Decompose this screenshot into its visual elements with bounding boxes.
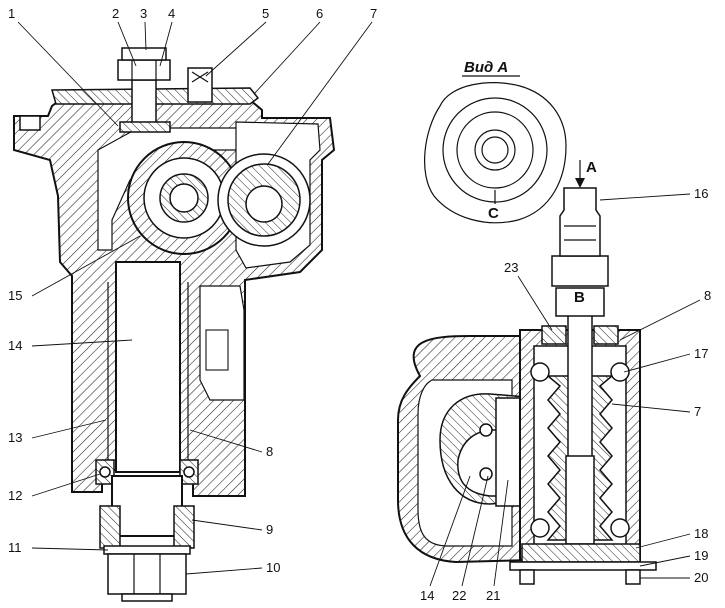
pitman-arm xyxy=(99,505,195,549)
label-1: 1 xyxy=(8,6,15,21)
label-8: 8 xyxy=(266,444,273,459)
bearing-ball-upper-left xyxy=(530,362,550,382)
label-13: 13 xyxy=(8,430,22,445)
label-3: 3 xyxy=(140,6,147,21)
housing-slot xyxy=(205,329,229,371)
bottom-cover xyxy=(521,543,641,563)
roller-assembly xyxy=(127,141,241,255)
label-7-right: 7 xyxy=(694,404,701,419)
bearing-ball-upper-right xyxy=(610,362,630,382)
bearing-ball-lower-left xyxy=(530,518,550,538)
label-20: 20 xyxy=(694,570,708,585)
label-19: 19 xyxy=(694,548,708,563)
view-a-letter-c: C xyxy=(488,205,499,222)
label-2: 2 xyxy=(112,6,119,21)
washer xyxy=(103,545,191,555)
view-a-outline xyxy=(424,82,567,224)
label-21: 21 xyxy=(486,588,500,603)
view-a-title: Вид A xyxy=(464,59,508,76)
bearing-ball-lower-right xyxy=(610,518,630,538)
label-4: 4 xyxy=(168,6,175,21)
label-15: 15 xyxy=(8,288,22,303)
shaft-lower-end xyxy=(111,475,183,537)
label-12: 12 xyxy=(8,488,22,503)
left-section-view: 1 2 3 4 5 6 7 15 14 13 12 11 8 9 10 xyxy=(8,6,377,602)
label-16: 16 xyxy=(694,186,708,201)
view-a-ring-outer xyxy=(442,97,548,203)
label-5: 5 xyxy=(262,6,269,21)
label-10: 10 xyxy=(266,560,280,575)
label-11: 11 xyxy=(8,540,22,555)
worm-assembly xyxy=(217,153,311,247)
label-18: 18 xyxy=(694,526,708,541)
section-letter-b: B xyxy=(574,289,585,306)
left-leaders xyxy=(17,21,373,575)
view-letter-a: A xyxy=(586,159,597,176)
adjusting-screw-assembly xyxy=(117,47,171,133)
right-leaders xyxy=(429,193,701,587)
label-7: 7 xyxy=(370,6,377,21)
label-23: 23 xyxy=(504,260,518,275)
bottom-plate xyxy=(509,561,657,571)
input-shaft-end xyxy=(551,187,609,317)
bolt-head-right xyxy=(625,569,641,585)
view-arrow-head xyxy=(575,178,585,188)
label-22: 22 xyxy=(452,588,466,603)
bolt-head-left xyxy=(519,569,535,585)
label-14-right: 14 xyxy=(420,588,434,603)
label-9: 9 xyxy=(266,522,273,537)
seal-right xyxy=(179,459,199,485)
view-a: Вид A C xyxy=(424,59,567,224)
upper-seal xyxy=(541,325,567,345)
label-17: 17 xyxy=(694,346,708,361)
seal-left xyxy=(95,459,115,485)
label-14: 14 xyxy=(8,338,22,353)
label-8-right: 8 xyxy=(704,288,711,303)
castle-nut xyxy=(107,553,187,602)
filler-plug xyxy=(187,67,213,103)
label-6: 6 xyxy=(316,6,323,21)
sector-shaft xyxy=(115,261,181,473)
left-flange xyxy=(19,115,41,131)
roller-axle xyxy=(495,397,521,507)
right-section-view: A B 16 23 8 17 7 18 19 20 14 22 21 xyxy=(397,159,711,603)
